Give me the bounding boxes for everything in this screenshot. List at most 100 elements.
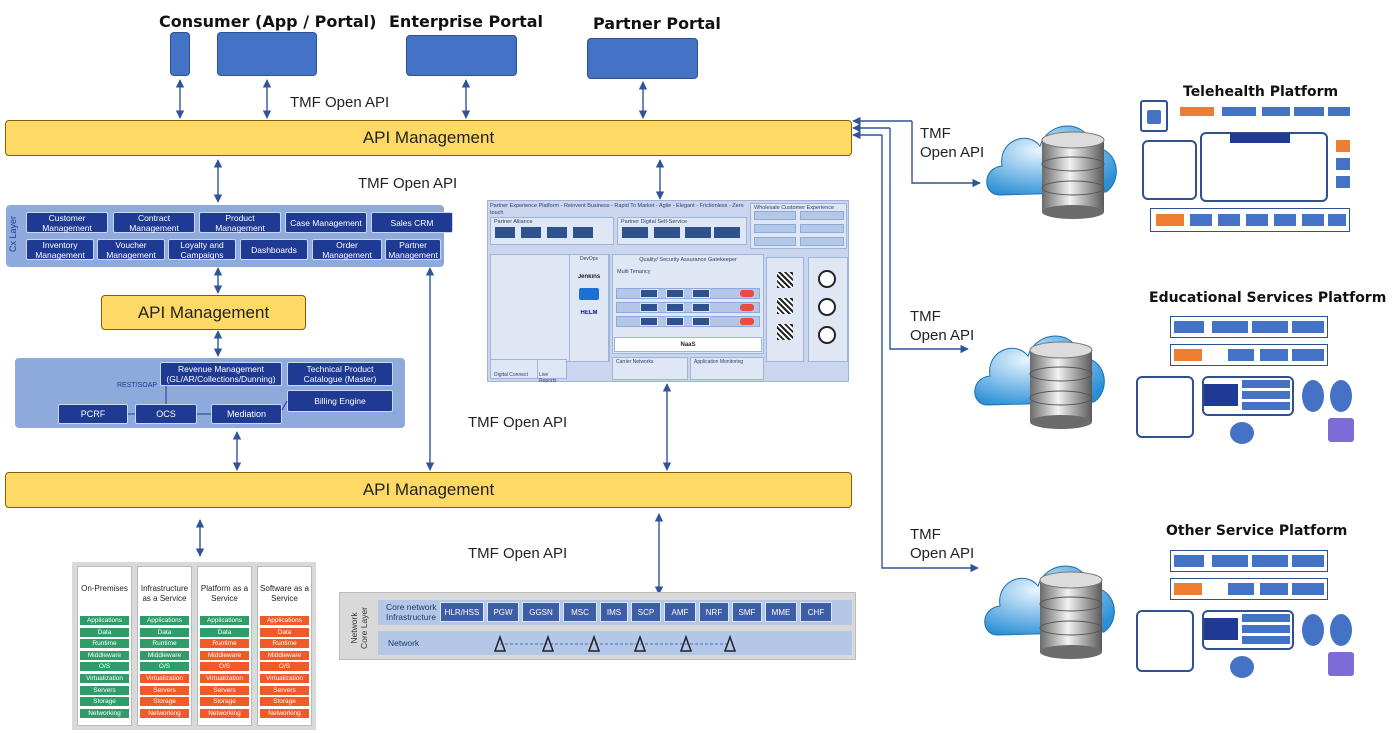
tele-node	[1294, 107, 1324, 116]
cx-module-1[interactable]: Customer Management	[26, 212, 108, 233]
network-function-pgw[interactable]: PGW	[487, 602, 519, 622]
other-node	[1230, 656, 1254, 678]
tele-node	[1274, 214, 1296, 226]
other-node	[1204, 618, 1238, 640]
service-layer: Networking	[80, 708, 129, 718]
carrier-networks-panel: Carrier Networks	[612, 357, 688, 380]
network-function-amf[interactable]: AMF	[664, 602, 696, 622]
tele-node	[1230, 133, 1290, 143]
revenue-management-box[interactable]: Revenue Management (GL/AR/Collections/Du…	[160, 362, 282, 386]
service-layer: Storage	[260, 697, 309, 707]
cx-module-10[interactable]: Order Management	[312, 239, 382, 260]
network-function-mme[interactable]: MME	[765, 602, 797, 622]
tenancy-row	[616, 316, 760, 327]
service-model-title: Infrastructure as a Service	[140, 584, 189, 603]
tenancy-block	[640, 303, 658, 312]
wholesale-block	[754, 211, 796, 220]
other-node	[1330, 614, 1352, 646]
network-function-hlrhss[interactable]: HLR/HSS	[440, 602, 484, 622]
cx-module-5[interactable]: Sales CRM	[371, 212, 453, 233]
edu-node	[1252, 321, 1288, 333]
support-icon	[818, 270, 836, 288]
edu-node	[1242, 380, 1290, 388]
tele-node	[1190, 214, 1212, 226]
education-diagram	[1132, 314, 1354, 456]
service-layer: Virtualization	[200, 674, 249, 683]
tele-node	[1328, 214, 1346, 226]
service-layer: Middleware	[80, 650, 129, 660]
other-node	[1212, 555, 1248, 567]
service-layer: Runtime	[260, 639, 309, 649]
cell-tower-icon	[723, 634, 737, 652]
tmf-right-3-line1: TMF	[910, 526, 941, 543]
service-model-title: Platform as a Service	[200, 584, 249, 603]
cx-module-11[interactable]: Partner Management	[385, 239, 441, 260]
api-management-bottom[interactable]: API Management	[5, 472, 852, 508]
core-infra-label: Core network Infrastructure	[386, 602, 437, 622]
tele-card	[1200, 132, 1328, 202]
technical-product-catalogue-box[interactable]: Technical Product Catalogue (Master)	[287, 362, 393, 386]
arrow-other-path	[881, 135, 979, 573]
network-function-msc[interactable]: MSC	[563, 602, 597, 622]
mediation-box[interactable]: Mediation	[211, 404, 282, 424]
tenancy-status	[740, 318, 754, 325]
edu-node	[1260, 349, 1288, 361]
service-layer: Runtime	[140, 639, 189, 649]
telehealth-platform-title: Telehealth Platform	[1183, 84, 1339, 100]
pcrf-box[interactable]: PCRF	[58, 404, 128, 424]
cx-module-7[interactable]: Voucher Management	[97, 239, 165, 260]
edu-node	[1330, 380, 1352, 412]
tenancy-block	[666, 317, 684, 326]
network-function-ims[interactable]: IMS	[600, 602, 628, 622]
cx-module-2[interactable]: Contract Management	[113, 212, 195, 233]
service-model-title: Software as a Service	[260, 584, 309, 603]
billing-engine-box[interactable]: Billing Engine	[287, 390, 393, 412]
network-function-nrf[interactable]: NRF	[699, 602, 729, 622]
consumer-app-box[interactable]	[170, 32, 190, 76]
tele-node	[1336, 176, 1350, 188]
tele-node	[1180, 107, 1214, 116]
service-layer: Applications	[80, 616, 129, 625]
cx-module-8[interactable]: Loyalty and Campaigns	[168, 239, 236, 260]
multi-tenancy-label: Multi Tenancy	[617, 269, 651, 275]
tenancy-status	[740, 290, 754, 297]
tmf-label-lower: TMF Open API	[468, 545, 568, 562]
service-layer: Networking	[260, 708, 309, 718]
qr-code-icon	[777, 324, 793, 340]
network-function-smf[interactable]: SMF	[732, 602, 762, 622]
other-card	[1136, 610, 1194, 672]
partner-self-service-label: Partner Digital Self-Service	[621, 219, 688, 225]
edu-node	[1212, 321, 1248, 333]
cx-module-3[interactable]: Product Management	[199, 212, 281, 233]
core-infra-label-2: Infrastructure	[386, 612, 437, 622]
edu-node	[1242, 391, 1290, 399]
api-management-middle[interactable]: API Management	[101, 295, 306, 330]
api-management-top[interactable]: API Management	[5, 120, 852, 156]
edu-card	[1170, 316, 1328, 338]
cx-module-4[interactable]: Case Management	[285, 212, 367, 233]
network-function-scp[interactable]: SCP	[631, 602, 661, 622]
service-layer: Networking	[200, 708, 249, 718]
digital-connect-label: Digital Connect	[494, 372, 528, 378]
other-illustration-icon	[1328, 652, 1354, 676]
edu-node	[1174, 321, 1204, 333]
consumer-portal-box[interactable]	[217, 32, 317, 76]
support-icon	[818, 326, 836, 344]
tele-card	[1142, 140, 1197, 200]
bss-connectors	[128, 386, 288, 415]
network-row: Network	[378, 631, 852, 655]
cx-module-6[interactable]: Inventory Management	[26, 239, 94, 260]
partner-portal-box[interactable]	[587, 38, 698, 79]
enterprise-portal-box[interactable]	[406, 35, 517, 76]
cell-tower-icon	[633, 634, 647, 652]
tmf-label-right-3: TMF Open API	[910, 525, 974, 563]
network-function-ggsn[interactable]: GGSN	[522, 602, 560, 622]
network-function-chf[interactable]: CHF	[800, 602, 832, 622]
service-model-title: On-Premises	[81, 584, 128, 593]
ocs-box[interactable]: OCS	[135, 404, 197, 424]
other-node	[1302, 614, 1324, 646]
partner-block	[684, 226, 712, 239]
arrow-edu-path	[889, 128, 969, 354]
cx-module-9[interactable]: Dashboards	[240, 239, 308, 260]
